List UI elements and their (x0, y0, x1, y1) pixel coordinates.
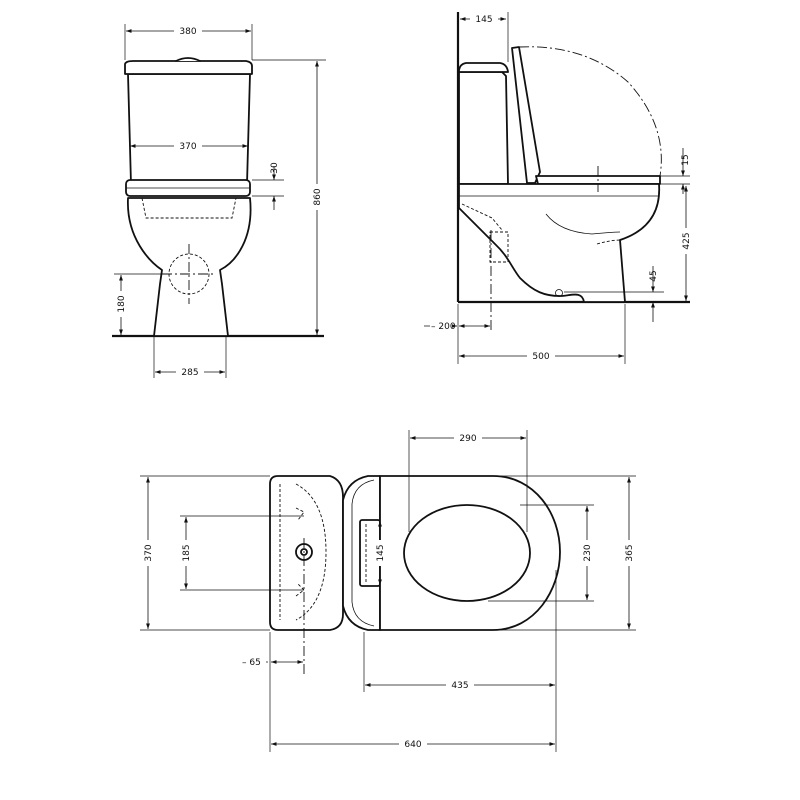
side-tank-lid (458, 62, 509, 73)
dim-front-860-label: 860 (313, 188, 323, 205)
front-rim-hidden (141, 197, 237, 219)
side-tank (458, 71, 509, 185)
dim-top-435-label: 435 (451, 681, 468, 691)
dim-side-425-label: 425 (682, 232, 692, 249)
side-outlet-hole (555, 289, 563, 297)
dim-side-15-label: 15 (681, 154, 691, 165)
side-raised-lid (511, 46, 541, 184)
dim-front-370-label: 370 (179, 142, 196, 152)
dim-top-185-label: 185 (182, 544, 192, 561)
dim-top-290-label: 290 (459, 434, 476, 444)
side-view: 145 15 425 45 – 200 500 (424, 12, 692, 364)
dim-top-640-label: 640 (404, 740, 421, 750)
dim-top-230-label: 230 (583, 544, 593, 561)
dim-front-380-label: 380 (179, 27, 196, 37)
top-seat-opening (403, 504, 531, 602)
dim-top-365-label: 365 (625, 544, 635, 561)
side-bowl (458, 183, 661, 303)
dim-side-500-label: 500 (532, 352, 549, 362)
front-tank-lid (124, 60, 253, 75)
front-flush-button (175, 57, 201, 62)
front-tank (127, 73, 251, 185)
dim-front-30-label: 30 (270, 162, 280, 174)
dim-front-285-label: 285 (181, 368, 198, 378)
dim-top-65-label: – 65 (242, 658, 261, 668)
dim-side-200-label: – 200 (431, 322, 456, 332)
dim-top-145-label: 145 (376, 544, 386, 561)
dim-side-145-label: 145 (475, 15, 492, 25)
dim-front-180-label: 180 (117, 295, 127, 312)
side-lid-swing-arc (518, 46, 662, 177)
side-inlet-hidden (489, 231, 509, 263)
dim-side-45-label: 45 (649, 270, 659, 281)
top-view: 290 370 185 145 230 365 – 65 (140, 430, 636, 752)
front-view: 380 370 30 860 180 285 (112, 24, 326, 378)
dim-top-370-label: 370 (144, 544, 154, 561)
